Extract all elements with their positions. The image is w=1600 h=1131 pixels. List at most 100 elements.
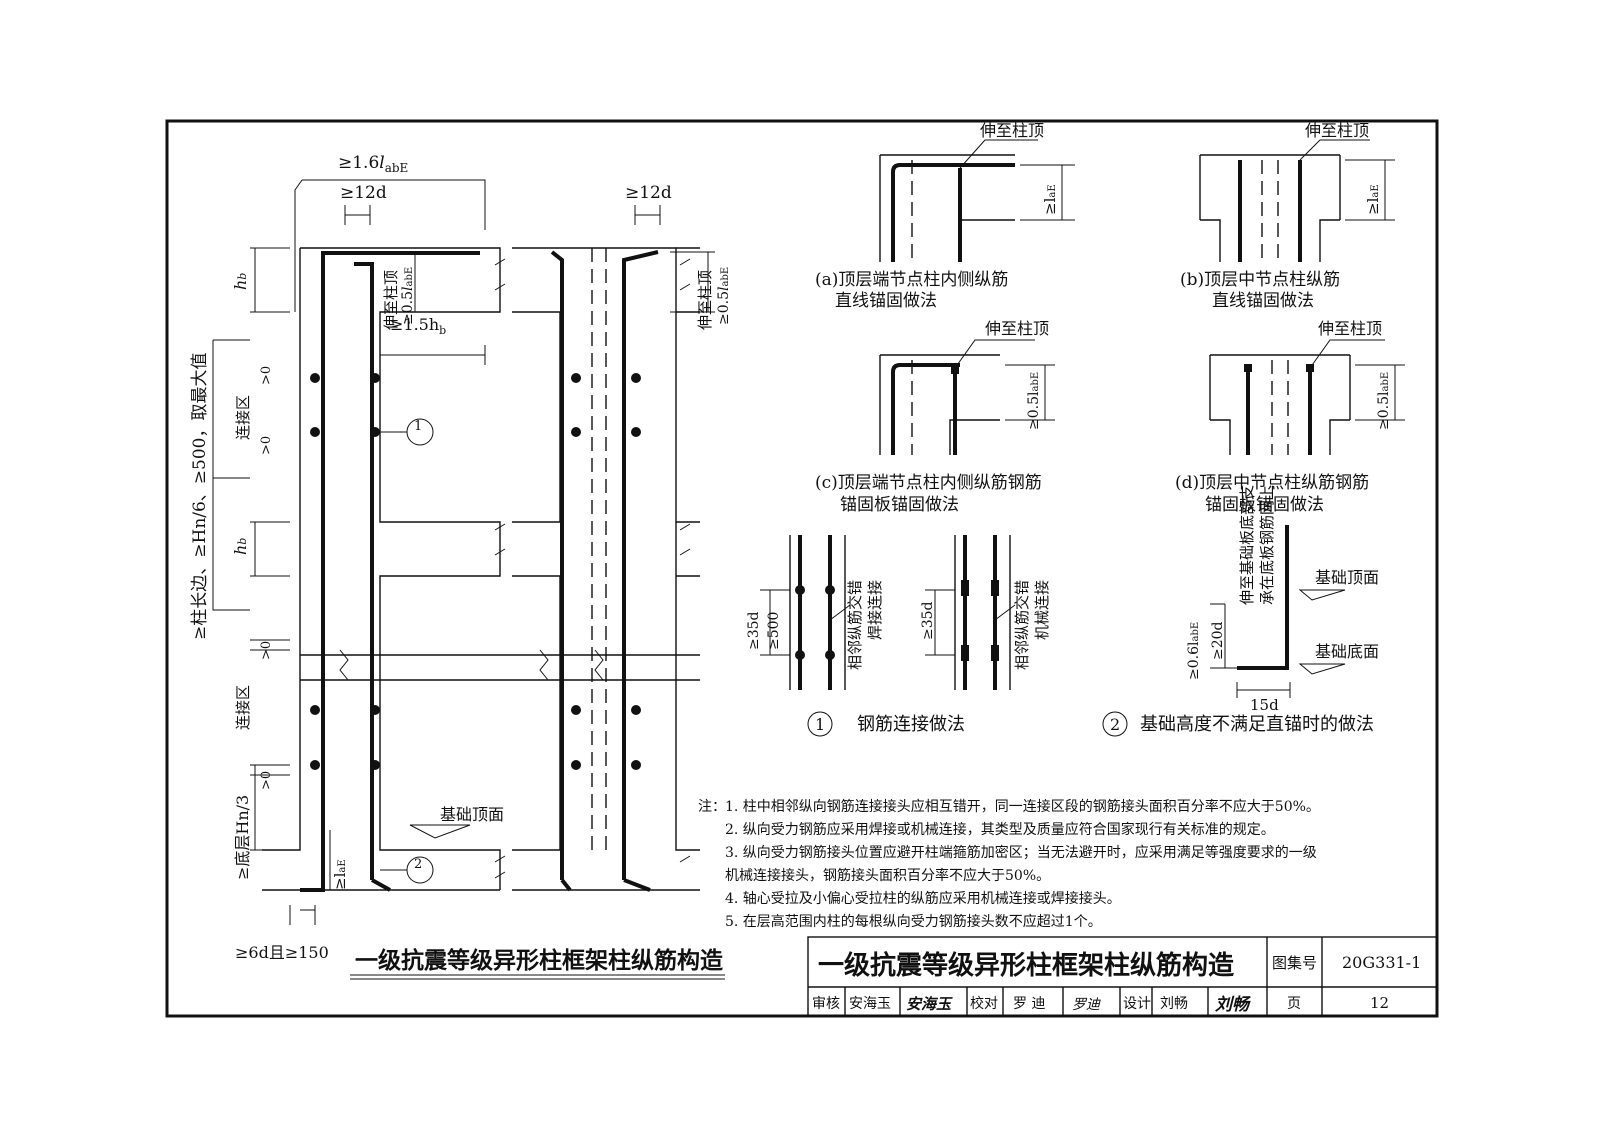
note-2: 2. 纵向受力钢筋应采用焊接或机械连接，其类型及质量应符合国家现行有关标准的规定… xyxy=(725,821,1275,838)
tb-check-sign: 罗迪 xyxy=(1072,997,1101,1013)
left-column-outline xyxy=(300,247,501,890)
dim-bend-right xyxy=(634,205,661,225)
dim-top-overlap xyxy=(294,179,486,312)
dim-hb-len-text: ≥1.5hb xyxy=(390,315,446,337)
half-labe-left-text: ≥0.5labE xyxy=(400,267,416,325)
detail-c-dim: ≥0.5labE xyxy=(1026,372,1042,430)
foundation-bottom: 基础底面 xyxy=(1315,642,1379,661)
break-marks-right xyxy=(679,258,691,863)
main-title-underline xyxy=(350,974,725,980)
found-top-symbol xyxy=(409,824,471,839)
rebar-right-center-dashed xyxy=(591,248,607,850)
tb-review-sign: 安海玉 xyxy=(906,995,953,1013)
hb-top-text: hb xyxy=(231,273,250,290)
splice-num: 1 xyxy=(815,715,825,734)
long-rule-text: ≥柱长边、≥Hn/6、≥500，取最大值 xyxy=(190,353,210,641)
detail-c-top: 伸至柱顶 xyxy=(985,319,1049,338)
mech-label1: 相邻纵筋交错 xyxy=(1013,580,1031,670)
detail-b: 伸至柱顶 ≥laE (b)顶层中节点柱纵筋 直线锚固做法 xyxy=(1180,121,1395,311)
detail-d: 伸至柱顶 ≥0.5labE (d)顶层中节点柱纵筋钢筋 锚固板锚固做法 xyxy=(1175,319,1405,515)
weld-label2: 焊接连接 xyxy=(866,580,884,640)
note-5: 5. 在层高范围内柱的每根纵向受力钢筋接头数不应超过1个。 xyxy=(725,913,1102,930)
weld-dim2: ≥500 xyxy=(766,612,782,650)
detail-a-top: 伸至柱顶 xyxy=(980,121,1044,140)
dim-bottom xyxy=(289,830,331,925)
detail-c-line1: (c)顶层端节点柱内侧纵筋钢筋 xyxy=(815,473,1042,493)
right-beam-stubs xyxy=(676,247,700,577)
break-band xyxy=(300,654,700,681)
found-top-text: 基础顶面 xyxy=(440,805,504,824)
foot-text: ≥6d且≥150 xyxy=(235,943,329,962)
rebar-left-outer xyxy=(321,251,480,860)
dim-bend-left-text: ≥12d xyxy=(340,183,387,203)
tb-page-label: 页 xyxy=(1287,996,1301,1012)
callout-1-num: 1 xyxy=(414,419,422,434)
rebar-right-2 xyxy=(622,250,659,880)
foundation-label2: 承在底板钢筋网上 xyxy=(1258,485,1276,605)
splice-title: 钢筋连接做法 xyxy=(857,714,965,735)
rebar-right-1 xyxy=(550,250,564,880)
foundation-top: 基础顶面 xyxy=(1315,568,1379,587)
gt0-3-text: >0 xyxy=(259,641,274,660)
tb-page-no: 12 xyxy=(1370,994,1389,1012)
tb-check-name: 罗 迪 xyxy=(1013,996,1045,1012)
zone-bottom-text: 连接区 xyxy=(234,685,252,730)
mech-dim: ≥35d xyxy=(920,601,936,640)
detail-b-line1: (b)顶层中节点柱纵筋 xyxy=(1180,270,1340,290)
detail-b-line2: 直线锚固做法 xyxy=(1212,291,1314,311)
rebar-left-hook xyxy=(300,860,325,892)
break-zigzags xyxy=(339,649,604,681)
foundation-title: 基础高度不满足直锚时的做法 xyxy=(1140,714,1374,735)
to-top-left-text: 伸至柱顶 xyxy=(382,270,400,330)
to-top-right-text: 伸至柱顶 xyxy=(696,270,714,330)
main-title: 一级抗震等级异形柱框架柱纵筋构造 xyxy=(355,947,724,974)
rebar-left-inner-hook xyxy=(371,878,391,892)
dim-ticks xyxy=(250,247,290,851)
gt0-1-text: >0 xyxy=(259,366,274,385)
zone-top-text: 连接区 xyxy=(234,395,252,440)
dim-top-overlap-text: ≥1.6labE xyxy=(338,153,408,175)
half-labe-right-text: ≥0.5labE xyxy=(716,267,732,325)
column-elevation: 1 2 ≥1.6labE ≥12d ≥12d ≥1.5hb 伸至柱顶 ≥0.5l… xyxy=(190,153,732,980)
left-column-edge xyxy=(262,248,301,851)
weld-label1: 相邻纵筋交错 xyxy=(846,580,864,670)
splice-dots xyxy=(310,373,641,770)
note-1: 1. 柱中相邻纵向钢筋连接接头应相互错开，同一连接区段的钢筋接头面积百分率不应大… xyxy=(725,798,1320,815)
callout-2-num: 2 xyxy=(414,857,422,872)
tb-review-label: 审核 xyxy=(812,996,840,1012)
lae-bottom-text: ≥laE xyxy=(331,859,349,890)
hb-mid-text: hb xyxy=(231,538,250,555)
detail-d-line1: (d)顶层中节点柱纵筋钢筋 xyxy=(1175,473,1369,493)
gt0-2-text: >0 xyxy=(259,436,274,455)
detail-d-dim: ≥0.5labE xyxy=(1376,372,1392,430)
detail-a-dim: ≥laE xyxy=(1041,184,1059,215)
title-block: 一级抗震等级异形柱框架柱纵筋构造 图集号 20G331-1 审核 安海玉 安海玉… xyxy=(807,936,1438,1017)
tb-check-label: 校对 xyxy=(970,995,998,1012)
foundation-num: 2 xyxy=(1110,715,1120,734)
dim-half-labe xyxy=(414,251,715,313)
tb-design-sign: 刘畅 xyxy=(1215,995,1251,1015)
tb-design-label: 设计 xyxy=(1123,996,1151,1012)
rebar-right-hooks xyxy=(560,878,651,892)
tb-title: 一级抗震等级异形柱框架柱纵筋构造 xyxy=(818,950,1234,981)
gt0-4-text: >0 xyxy=(259,771,274,790)
note-4: 4. 轴心受拉及小偏心受拉柱的纵筋应采用机械连接或焊接接头。 xyxy=(725,890,1121,907)
splice-detail: ≥35d ≥500 相邻纵筋交错 焊接连接 ≥35d 相邻纵筋交错 机械连接 1… xyxy=(746,535,1051,737)
weld-dim1: ≥35d xyxy=(746,611,762,650)
foundation-dim1: ≥0.6labE xyxy=(1186,622,1202,680)
dim-bend-left xyxy=(344,205,371,225)
tb-atlas-label: 图集号 xyxy=(1272,954,1317,972)
dim-hb-len xyxy=(379,345,486,365)
detail-a-line2: 直线锚固做法 xyxy=(835,291,937,311)
bottom-rule-text: ≥底层Hn/3 xyxy=(233,795,252,880)
foundation-detail: 伸至基础板底部支 承在底板钢筋网上 基础顶面 基础底面 ≥0.6labE ≥20… xyxy=(1102,485,1379,737)
sheet-frame xyxy=(165,119,1439,1018)
note-3b: 机械连接接头，钢筋接头面积百分率不应大于50%。 xyxy=(725,867,1050,884)
tb-atlas-no: 20G331-1 xyxy=(1342,953,1421,972)
notes-label: 注： xyxy=(698,799,726,815)
tb-design-name: 刘畅 xyxy=(1160,996,1188,1012)
foundation-label1: 伸至基础板底部支 xyxy=(1238,485,1256,605)
detail-d-top: 伸至柱顶 xyxy=(1318,319,1382,338)
break-marks-left xyxy=(494,258,506,879)
foundation-dim3: 15d xyxy=(1250,696,1279,714)
